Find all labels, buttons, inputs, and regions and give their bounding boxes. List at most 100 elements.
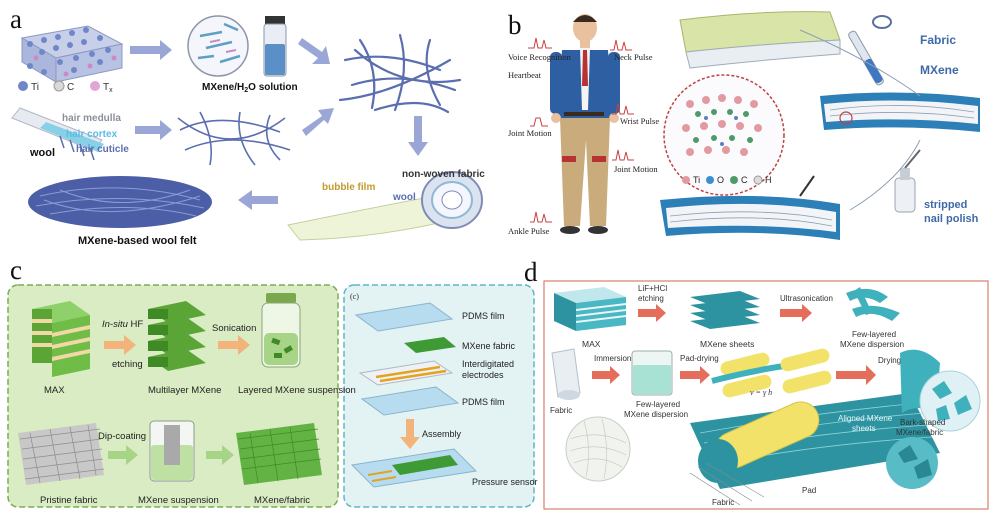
multilayer-mxene-icon	[148, 301, 206, 371]
stripped-label-1: stripped	[924, 199, 967, 211]
interdigitated-label-1: Interdigitated	[462, 359, 514, 369]
panel-d: d MAX LiF+HCl etching MXene sheets Ultra…	[524, 253, 993, 513]
velocity-label: v = γ h	[750, 388, 772, 397]
panel-d-graphic: MAX LiF+HCl etching MXene sheets Ultraso…	[543, 280, 989, 510]
arrow-d-1	[638, 304, 666, 322]
panel-letter-c: c	[10, 255, 22, 285]
multilayer-label: Multilayer MXene	[148, 385, 221, 396]
dip-label: Dip-coating	[98, 431, 146, 442]
beaker-d-icon	[631, 350, 673, 396]
fabric-roll-d	[551, 348, 581, 400]
legend-o: O	[717, 175, 724, 185]
person-figure	[550, 14, 620, 234]
fabric-label-d: Fabric	[550, 406, 572, 415]
ultra-label: Ultrasonication	[780, 294, 833, 303]
arrow-c-2	[218, 335, 250, 355]
joint-motion-label-1: Joint Motion	[508, 128, 552, 138]
pristine-fabric-icon	[18, 423, 105, 485]
arrow-d-5	[836, 365, 876, 385]
assembly-label: Assembly	[422, 429, 462, 439]
bark-fabric-icon	[886, 349, 981, 489]
arrow-d-2	[780, 304, 812, 322]
panel-b: b Voice Recognit	[500, 0, 993, 250]
legend-ti: Ti	[31, 82, 39, 93]
aligned-label-2: sheets	[852, 424, 876, 433]
non-woven-label: non-woven fabric	[402, 169, 485, 180]
etching-label-d: etching	[638, 294, 664, 303]
interdigitated-label-2: electrodes	[462, 370, 504, 380]
bark-label-2: MXene/fabric	[896, 428, 943, 437]
bubble-film-label: bubble film	[322, 182, 375, 193]
legend-o-icon	[706, 176, 714, 184]
legend-ti-icon	[682, 176, 690, 184]
fabric-layer-top	[679, 11, 841, 69]
legend-tx: Tx	[103, 82, 113, 94]
etching-label-c: etching	[112, 359, 143, 370]
mxene-sheets-d	[690, 291, 760, 329]
wool-label-2: wool	[392, 192, 416, 203]
max-label-c: MAX	[44, 385, 65, 396]
arrow-d-3	[592, 366, 620, 384]
arrow-3	[135, 120, 172, 140]
arrow-c-1	[104, 335, 136, 355]
hair-cuticle-label: hair cuticle	[76, 144, 129, 155]
joint-motion-label-2: Joint Motion	[614, 164, 658, 174]
sonication-label: Sonication	[212, 323, 256, 334]
max-label-d: MAX	[582, 339, 601, 349]
wool-fibers	[177, 111, 291, 166]
vial-icon	[263, 16, 287, 77]
beaker-icon	[149, 420, 195, 482]
legend-c: C	[741, 175, 748, 185]
ti-atom-icon	[18, 81, 28, 91]
mxene-label: MXene	[920, 63, 959, 77]
arrow-5	[408, 116, 428, 156]
sheets-label: MXene sheets	[700, 339, 754, 349]
max-crystal	[20, 25, 124, 83]
bark-label-1: Bark-shaped	[900, 418, 945, 427]
panel-b-graphic: Voice Recognition Heartbeat Neck Pulse W…	[508, 11, 980, 240]
rollers-icon	[711, 348, 832, 398]
few-label-1b: MXene dispersion	[840, 340, 904, 349]
pdms-film-top	[354, 302, 454, 332]
wool-felt-icon	[28, 176, 212, 228]
lif-label: LiF+HCl	[638, 284, 667, 293]
pressure-sensor-label: Pressure sensor	[472, 477, 538, 487]
mxene-fabric-icon	[236, 423, 322, 485]
legend-ti: Ti	[693, 175, 700, 185]
few-layer-flakes	[846, 287, 900, 321]
c-atom-icon	[53, 80, 65, 92]
mxene-fiber-network	[338, 33, 462, 114]
insitu-label: In-situ HF	[102, 319, 143, 330]
pad-scene	[689, 393, 940, 506]
fabric-label-d-2: Fabric	[712, 498, 734, 507]
fabric-layer-bottom	[660, 175, 840, 240]
hair-cortex-label: hair cortex	[66, 129, 118, 140]
ankle-label: Ankle Pulse	[508, 226, 550, 236]
fabric-label: Fabric	[920, 33, 956, 47]
tx-atom-icon	[90, 81, 100, 91]
arrow-6	[238, 190, 278, 210]
legend-c-icon	[730, 176, 738, 184]
arrow-c-3	[108, 445, 138, 465]
suspension-label: MXene suspension	[138, 495, 219, 506]
pressure-sensor-icon	[350, 448, 478, 488]
legend-c: C	[67, 82, 74, 93]
hair-strand-icon	[11, 107, 104, 161]
test-tube-icon	[848, 15, 892, 86]
hair-medulla-label: hair medulla	[62, 113, 121, 124]
pdms-label-1: PDMS film	[462, 311, 505, 321]
max-stack-d	[554, 287, 626, 331]
voice-label: Voice Recognition	[508, 52, 572, 62]
non-woven-roll	[287, 171, 483, 241]
pad-drying-label: Pad-drying	[680, 354, 719, 363]
sub-figure-label: (c)	[350, 292, 359, 301]
suspension-jar-icon	[261, 293, 301, 368]
mxene-fabric-label-sensor: MXene fabric	[462, 341, 516, 351]
fabric-layer-mxene	[820, 92, 980, 132]
electrodes-icon	[358, 360, 454, 386]
arrow-1	[130, 40, 172, 60]
aligned-label-1: Aligned MXene	[838, 414, 893, 423]
panel-a-graphic: Ti C Tx MXene/H2O solution	[11, 15, 485, 247]
legend-h-icon	[753, 175, 763, 185]
mxene-fabric-piece	[404, 337, 456, 353]
